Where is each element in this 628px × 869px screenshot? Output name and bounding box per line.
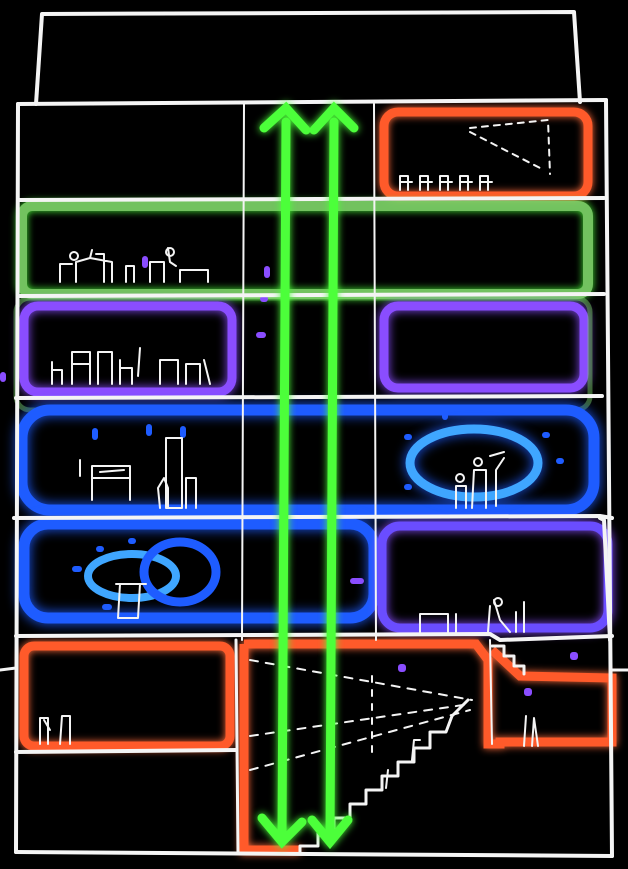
purple-zone-lower-right <box>382 526 608 628</box>
ground-line <box>16 852 612 856</box>
dining-tables <box>52 348 210 384</box>
column-lower <box>236 640 238 852</box>
floor-slab-2 <box>18 294 604 296</box>
head-3 <box>456 474 464 482</box>
floor-slab-1 <box>18 198 604 200</box>
purple-zone-right <box>384 306 584 388</box>
green-zone-floor <box>22 206 588 294</box>
orange-zone-top-right <box>384 112 588 196</box>
people-green-floor <box>60 248 208 282</box>
floor-slab-4 <box>14 516 612 518</box>
lounge-furniture <box>80 438 196 508</box>
arrow-right-shaft <box>330 122 334 836</box>
floor-slab-6 <box>16 750 236 752</box>
column-left <box>242 104 244 640</box>
floor-slab-5 <box>16 634 612 640</box>
head-4 <box>474 458 482 466</box>
floor-slab-roof <box>18 100 606 104</box>
light-blue-ring-right <box>144 542 216 602</box>
light-blue-ring-left <box>88 554 176 598</box>
chairs-top-room <box>400 176 492 190</box>
floor-slab-3 <box>16 396 602 398</box>
arrow-left-shaft <box>282 122 286 836</box>
roof-outline <box>36 12 580 104</box>
head-2 <box>166 248 174 256</box>
green-vertical-arrows <box>262 108 354 842</box>
top-room-stair <box>470 120 550 174</box>
people-ground-left <box>40 716 70 744</box>
ground-ledge-left <box>0 668 16 670</box>
wall-left <box>16 104 18 852</box>
orange-zone-ground-left <box>24 646 230 746</box>
head-1 <box>70 252 78 260</box>
